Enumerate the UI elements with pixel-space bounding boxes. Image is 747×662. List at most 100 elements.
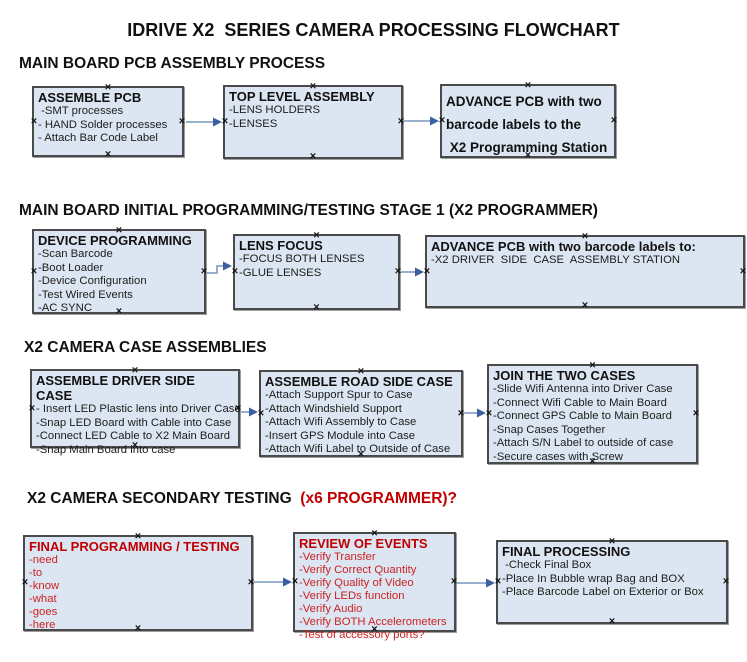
connection-point-left-icon: × [485, 407, 493, 420]
box-item: -LENS HOLDERS [229, 104, 321, 116]
heading-text: X2 CAMERA SECONDARY TESTING [27, 490, 301, 507]
box-item: -Boot Loader [38, 261, 104, 274]
connection-point-bottom-icon: × [104, 148, 112, 161]
flow-box-device-programming: DEVICE PROGRAMMING -Scan Barcode-Boot Lo… [31, 225, 208, 317]
connection-point-right-icon: × [722, 575, 730, 588]
box-items: -Slide Wifi Antenna into Driver Case-Con… [493, 383, 692, 465]
connection-point-left-icon: × [438, 114, 446, 127]
flow-box-final-processing: FINAL PROCESSING -Check Final Box-Place … [494, 536, 730, 627]
box-item: -Snap LED Board with Cable into Case [36, 416, 232, 429]
connection-point-left-icon: × [291, 575, 299, 588]
box-item: - HAND Solder processes [38, 118, 168, 131]
box-item: -Place In Bubble wrap Bag and BOX [502, 572, 685, 585]
box-item: -Snap Main Board into case [36, 443, 176, 456]
box-title: LENS FOCUS [239, 238, 323, 253]
connection-point-left-icon: × [231, 265, 239, 278]
connection-point-left-icon: × [494, 575, 502, 588]
box-item: -Place Barcode Label on Exterior or Box [502, 586, 704, 599]
box-item: -Snap Cases Together [493, 423, 606, 436]
connector-arrowhead-icon [213, 117, 222, 127]
connection-point-right-icon: × [200, 265, 208, 277]
box-item: -SMT processes [38, 105, 124, 117]
box-item: -Attach Support Spur to Case [265, 389, 413, 401]
box-item: -to [29, 567, 43, 579]
box-item: -Slide Wifi Antenna into Driver Case [493, 383, 673, 395]
box-items: - Insert LED Plastic lens into Driver Ca… [36, 403, 241, 457]
connection-point-bottom-icon: × [581, 299, 589, 312]
flow-box-final-programming-testing: FINAL PROGRAMMING / TESTING -need-to-kno… [22, 531, 255, 634]
box-item: -FOCUS BOTH LENSES [239, 253, 365, 265]
connection-point-right-icon: × [457, 407, 465, 419]
section-heading-case-assemblies: X2 CAMERA CASE ASSEMBLIES [24, 339, 267, 356]
connector-arrowhead-icon [415, 267, 424, 277]
box-item: -AC SYNC [38, 302, 92, 315]
connection-point-bottom-icon: × [608, 615, 616, 628]
box-item: -Insert GPS Module into Case [265, 429, 416, 442]
box-title: FINAL PROGRAMMING / TESTING [29, 539, 240, 554]
box-title: JOIN THE TWO CASES [493, 368, 636, 383]
box-item: -GLUE LENSES [239, 266, 322, 279]
box-items: -Verify Transfer-Verify Correct Quantity… [299, 551, 450, 642]
connection-point-right-icon: × [610, 114, 618, 127]
box-item: -Verify Transfer [299, 551, 376, 563]
box-title: DEVICE PROGRAMMING [38, 233, 192, 248]
connector-arrowhead-icon [430, 116, 439, 126]
box-items: -FOCUS BOTH LENSES-GLUE LENSES [239, 253, 394, 280]
box-title: ASSEMBLE ROAD SIDE CASE [265, 374, 453, 389]
flow-box-advance-pcb-driver-side: ADVANCE PCB with two barcode labels to: … [423, 231, 747, 311]
connection-point-right-icon: × [739, 265, 747, 277]
flow-box-assemble-road-side-case: ASSEMBLE ROAD SIDE CASE -Attach Support … [257, 366, 465, 460]
connector-arrowhead-icon [283, 577, 292, 587]
connector-arrowhead-icon [486, 578, 495, 588]
connection-point-left-icon: × [30, 115, 38, 127]
box-item: -goes [29, 606, 58, 618]
box-items: -need-to-know-what-goes-here [29, 554, 247, 632]
box-item: -Test Wired Events [38, 288, 133, 301]
box-item: -Secure cases with Screw [493, 450, 623, 463]
box-item: -Attach S/N Label to outside of case [493, 437, 674, 450]
box-item: -Verify Audio [299, 603, 363, 615]
connector-line [206, 265, 225, 274]
box-item: -LENSES [229, 117, 278, 130]
connector-arrowhead-icon [223, 261, 232, 271]
flow-box-assemble-pcb: ASSEMBLE PCB -SMT processes- HAND Solder… [30, 82, 186, 160]
box-item: -Attach Wifi Assembly to Case [265, 416, 417, 429]
box-item: -need [29, 554, 58, 566]
box-title: ASSEMBLE DRIVER SIDE CASE [36, 373, 199, 403]
connection-point-right-icon: × [394, 265, 402, 278]
box-item: -Connect Wifi Cable to Main Board [493, 396, 667, 409]
connector-arrowhead-icon [249, 407, 258, 417]
box-item: -Test of accessory ports? [299, 629, 425, 641]
connection-point-right-icon: × [692, 407, 700, 420]
connection-point-right-icon: × [178, 115, 186, 127]
connection-point-bottom-icon: × [313, 301, 320, 314]
box-item: -Verify LEDs function [299, 590, 405, 602]
connection-point-left-icon: × [257, 407, 265, 419]
box-item: -Scan Barcode [38, 248, 113, 260]
connection-point-left-icon: × [423, 265, 431, 277]
flow-box-lens-focus: LENS FOCUS -FOCUS BOTH LENSES-GLUE LENSE… [231, 230, 402, 313]
page-title: IDRIVE X2 SERIES CAMERA PROCESSING FLOWC… [127, 20, 620, 40]
section-heading-secondary-testing: X2 CAMERA SECONDARY TESTING (x6 PROGRAMM… [27, 490, 457, 508]
box-items: -Check Final Box-Place In Bubble wrap Ba… [502, 559, 722, 600]
box-title: ADVANCE PCB with two barcode labels to: [431, 239, 696, 254]
box-item: -Connect GPS Cable to Main Board [493, 410, 672, 423]
box-item: -Verify BOTH Accelerometers [299, 616, 447, 628]
section-heading-initial-programming: MAIN BOARD INITIAL PROGRAMMING/TESTING S… [19, 202, 598, 219]
section-heading-pcb-assembly: MAIN BOARD PCB ASSEMBLY PROCESS [19, 55, 326, 72]
flow-box-assemble-driver-side-case: ASSEMBLE DRIVER SIDE CASE - Insert LED P… [29, 365, 241, 456]
heading-red-text: (x6 PROGRAMMER)? [300, 490, 458, 507]
box-item: -Device Configuration [38, 275, 147, 288]
box-title: FINAL PROCESSING [502, 544, 631, 559]
flow-box-advance-pcb-programming-station: ADVANCE PCB with two barcode labels to t… [438, 80, 618, 161]
box-items: -X2 DRIVER SIDE CASE ASSEMBLY STATION [431, 254, 739, 268]
connector-arrowhead-icon [477, 408, 486, 418]
box-items: -Attach Support Spur to Case-Attach Wind… [265, 389, 457, 457]
box-item: -Attach Windshield Support [265, 402, 402, 415]
connection-point-bottom-icon: × [309, 150, 317, 163]
connection-point-right-icon: × [450, 575, 458, 588]
box-item: - Attach Bar Code Label [38, 132, 158, 145]
box-item: -Verify Quality of Video [299, 577, 414, 589]
connection-point-right-icon: × [247, 576, 255, 589]
box-items: -LENS HOLDERS-LENSES [229, 104, 397, 131]
